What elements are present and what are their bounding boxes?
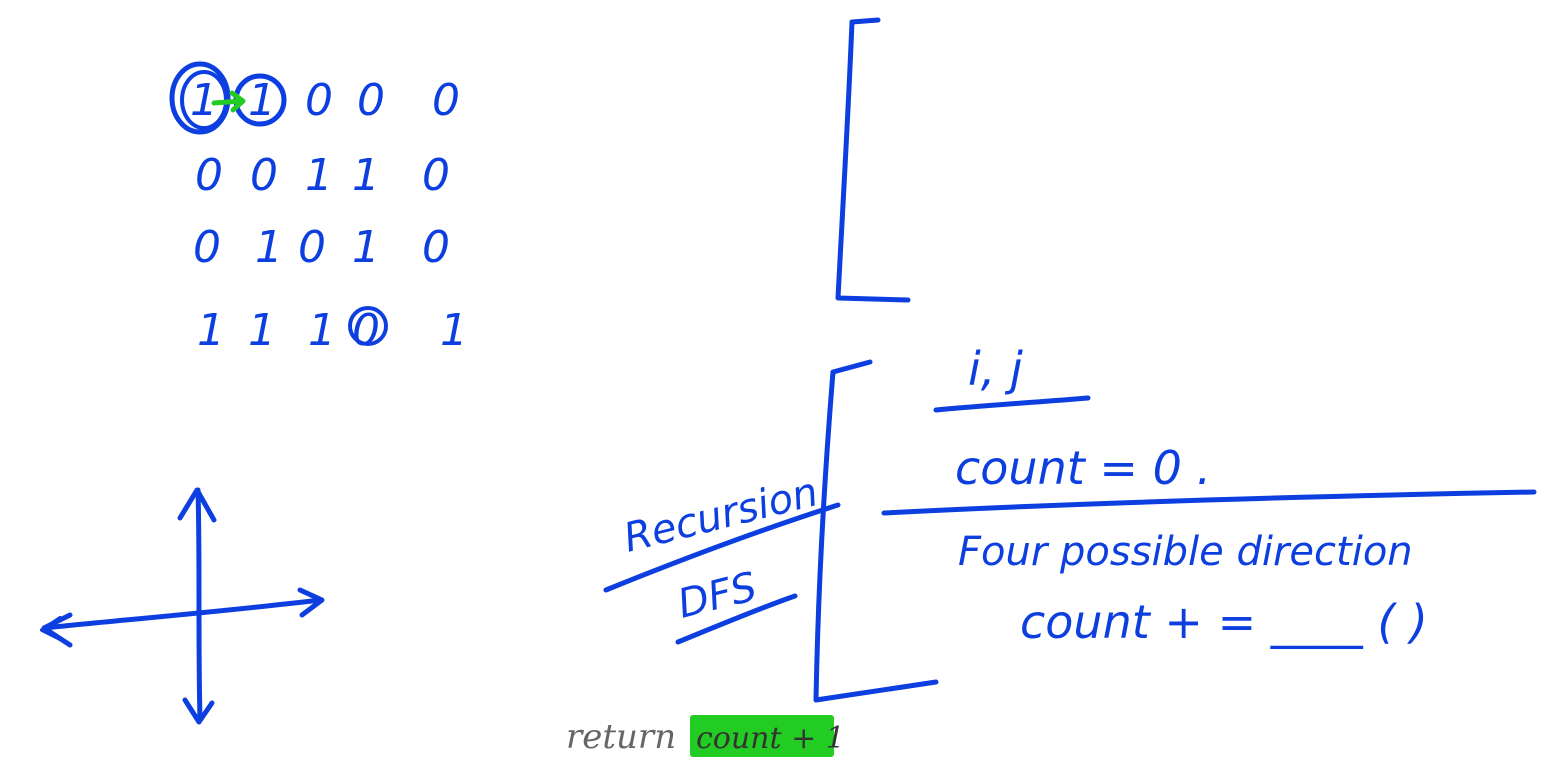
grid-cell: 0	[432, 75, 460, 126]
grid-row: 0 1 0 1 0	[193, 222, 450, 273]
grid-cell: 1	[305, 150, 333, 201]
arrow-right-icon	[211, 90, 246, 113]
grid-cell: 0	[357, 75, 385, 126]
grid-cell: 1	[197, 305, 225, 356]
underline	[933, 395, 1091, 413]
highlight-box	[690, 715, 834, 757]
return-label: return	[566, 717, 676, 757]
grid-cell: 0	[193, 222, 221, 273]
grid-cell: 0	[250, 150, 278, 201]
cell-circle	[348, 306, 388, 346]
grid-cell: 1	[248, 75, 276, 126]
count-init-label: count = 0 .	[955, 441, 1211, 495]
underline	[675, 593, 798, 645]
grid-cell: 1	[308, 305, 336, 356]
grid-cell: 1	[248, 305, 276, 356]
grid-cell: 1	[255, 222, 283, 273]
grid-cell: 0	[195, 150, 223, 201]
grid-row: 0 0 1 1 0	[195, 150, 450, 201]
count-update-label: count + = ____ ( )	[1020, 595, 1428, 649]
underline	[603, 502, 841, 593]
grid-row: 1 1 0 0 0	[190, 75, 460, 126]
grid-cell: 0	[422, 222, 450, 273]
bracket-bottom	[813, 359, 939, 703]
dfs-label: DFS	[673, 564, 761, 628]
visited-cell-circle	[169, 61, 231, 135]
grid-cell: 1	[352, 150, 380, 201]
grid-cell: 0	[422, 150, 450, 201]
grid-cell: 1	[190, 75, 218, 126]
grid-row: 1 1 1 0 1	[197, 305, 468, 356]
grid-cell: 0	[305, 75, 333, 126]
directions-label: Four possible direction	[958, 529, 1413, 575]
grid-cell: 1	[352, 222, 380, 273]
direction-axes-icon	[40, 487, 325, 725]
grid-cell: 1	[440, 305, 468, 356]
return-value-label: count + 1	[696, 721, 845, 756]
divider-line	[881, 489, 1537, 516]
grid-cell: 0	[298, 222, 326, 273]
indices-label: i, j	[968, 342, 1023, 396]
binary-grid: 1 1 0 0 0 0 0 1 1 0 0 1 0 1 0 1 1 1 0 1	[169, 61, 468, 356]
bracket-top	[835, 17, 911, 303]
